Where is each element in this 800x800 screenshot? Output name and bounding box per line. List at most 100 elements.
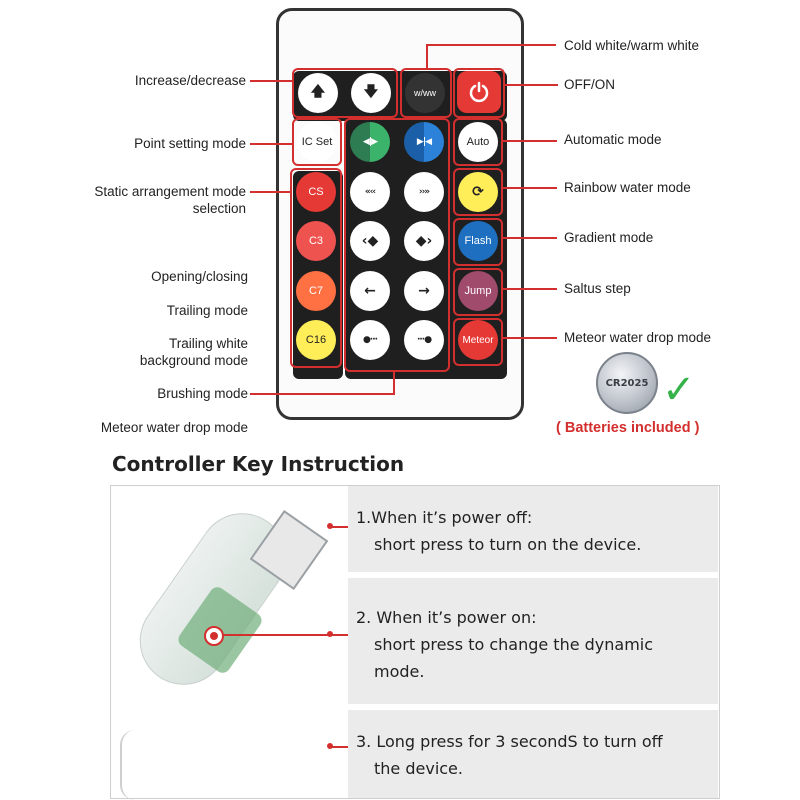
instruction-3-line-2: the device.	[374, 759, 463, 778]
ic-set-group	[292, 118, 342, 166]
pointer-line-2	[222, 634, 350, 636]
instruction-heading: Controller Key Instruction	[112, 452, 405, 476]
instruction-2-line-2: short press to change the dynamic	[374, 635, 654, 654]
power-button[interactable]	[457, 71, 501, 113]
c7-button[interactable]: C7	[296, 271, 336, 311]
rainbow-group	[453, 168, 503, 216]
ic-set-label: IC Set	[301, 136, 333, 148]
power-group	[453, 68, 505, 118]
leader-gradient	[503, 237, 557, 239]
leader-saltus	[503, 288, 557, 290]
check-mark-icon: ✓	[662, 367, 696, 413]
pointer-line-1	[330, 526, 350, 528]
coin-battery-image: CR2025	[596, 352, 658, 414]
meteor-right-icon: ···●	[416, 335, 432, 345]
arrow-up-icon: 🡅	[310, 84, 326, 100]
meteor-label: Meteor	[462, 334, 494, 346]
flash-button[interactable]: Flash	[458, 221, 498, 261]
ic-set-button[interactable]: IC Set	[297, 122, 337, 162]
label-gradient: Gradient mode	[564, 230, 654, 245]
arrow-left-icon: ←	[364, 283, 376, 299]
batteries-included-note: ( Batteries included )	[556, 420, 700, 436]
leader-brushing-h	[250, 393, 394, 395]
controller-key-button[interactable]	[204, 626, 224, 646]
decrease-button[interactable]: 🡇	[351, 73, 391, 113]
label-trailing: Trailing mode	[166, 303, 248, 318]
w-ww-button[interactable]: w/ww	[405, 73, 445, 113]
instruction-item-3: 3. Long press for 3 secondS to turn off …	[348, 710, 718, 798]
label-trailing-white-1: Trailing white	[168, 336, 248, 351]
label-cold-warm: Cold white/warm white	[564, 38, 700, 53]
jump-label: Jump	[464, 285, 492, 297]
coin-battery-label: CR2025	[605, 377, 649, 389]
instruction-2-line-1: 2. When it’s power on:	[356, 608, 537, 627]
open-arrows-icon: ◀|▶	[362, 137, 378, 147]
opening-button[interactable]: ◀|▶	[350, 122, 390, 162]
leader-cold-warm-v	[426, 44, 428, 70]
instruction-3-line-1: 3. Long press for 3 secondS to turn off	[356, 732, 663, 751]
label-off-on: OFF/ON	[564, 77, 615, 92]
instruction-item-2: 2. When it’s power on: short press to ch…	[348, 578, 718, 704]
label-static-1: Static arrangement mode	[94, 184, 246, 199]
instruction-1-line-2: short press to turn on the device.	[374, 535, 642, 554]
power-icon	[469, 81, 489, 103]
c3-button[interactable]: C3	[296, 221, 336, 261]
c16-label: C16	[305, 334, 327, 346]
trail-left-button[interactable]: «‹‹	[350, 172, 390, 212]
leader-brushing-v	[393, 372, 395, 395]
label-brushing: Brushing mode	[157, 386, 248, 401]
auto-group	[453, 118, 503, 166]
leader-auto	[503, 140, 557, 142]
brush-right-button[interactable]: ◆›	[404, 221, 444, 261]
c16-button[interactable]: C16	[296, 320, 336, 360]
label-meteor-right: Meteor water drop mode	[564, 330, 712, 345]
meteor-left-icon: ●···	[362, 335, 378, 345]
closing-button[interactable]: ▶|◀	[404, 122, 444, 162]
leader-meteor	[503, 337, 557, 339]
trail-left-icon: «‹‹	[364, 187, 376, 197]
trail-right-icon: ››»	[418, 187, 430, 197]
instruction-1-line-1: 1.When it’s power off:	[356, 508, 533, 527]
w-ww-label: w/ww	[414, 88, 436, 98]
cs-label: CS	[308, 186, 324, 198]
meteor-left-button[interactable]: ●···	[350, 320, 390, 360]
label-opening-closing: Opening/closing	[151, 269, 248, 284]
refresh-icon: ⟳	[472, 184, 484, 200]
leader-increase	[250, 80, 294, 82]
brush-left-icon: ‹◆	[361, 233, 379, 249]
c7-label: C7	[308, 285, 324, 297]
arrow-right-button[interactable]: →	[404, 271, 444, 311]
arrow-left-button[interactable]: ←	[350, 271, 390, 311]
rainbow-button[interactable]: ⟳	[458, 172, 498, 212]
flash-group	[453, 218, 503, 266]
leader-point-setting	[250, 143, 294, 145]
increase-button[interactable]: 🡅	[298, 73, 338, 113]
label-saltus: Saltus step	[564, 281, 631, 296]
close-arrows-icon: ▶|◀	[416, 137, 432, 147]
auto-button[interactable]: Auto	[458, 122, 498, 162]
auto-label: Auto	[466, 136, 490, 148]
cs-button[interactable]: CS	[296, 172, 336, 212]
instruction-2-line-3: mode.	[374, 662, 425, 681]
label-automatic: Automatic mode	[564, 132, 662, 147]
jump-button[interactable]: Jump	[458, 271, 498, 311]
meteor-right-button[interactable]: ···●	[404, 320, 444, 360]
label-static-2: selection	[192, 201, 246, 216]
instruction-item-1: 1.When it’s power off: short press to tu…	[348, 486, 718, 572]
usb-cable	[120, 730, 150, 800]
leader-static	[250, 191, 292, 193]
label-rainbow: Rainbow water mode	[564, 180, 691, 195]
pointer-line-3	[330, 746, 350, 748]
arrow-down-icon: 🡇	[363, 84, 379, 100]
brush-left-button[interactable]: ‹◆	[350, 221, 390, 261]
label-point-setting: Point setting mode	[134, 136, 246, 151]
trail-right-button[interactable]: ››»	[404, 172, 444, 212]
flash-label: Flash	[464, 235, 492, 247]
jump-group	[453, 268, 503, 316]
leader-cold-warm-h1	[426, 44, 556, 46]
label-meteor-left: Meteor water drop mode	[100, 420, 248, 435]
arrow-right-icon: →	[418, 283, 430, 299]
meteor-button[interactable]: Meteor	[458, 320, 498, 360]
leader-rainbow	[503, 187, 557, 189]
c3-label: C3	[308, 235, 324, 247]
